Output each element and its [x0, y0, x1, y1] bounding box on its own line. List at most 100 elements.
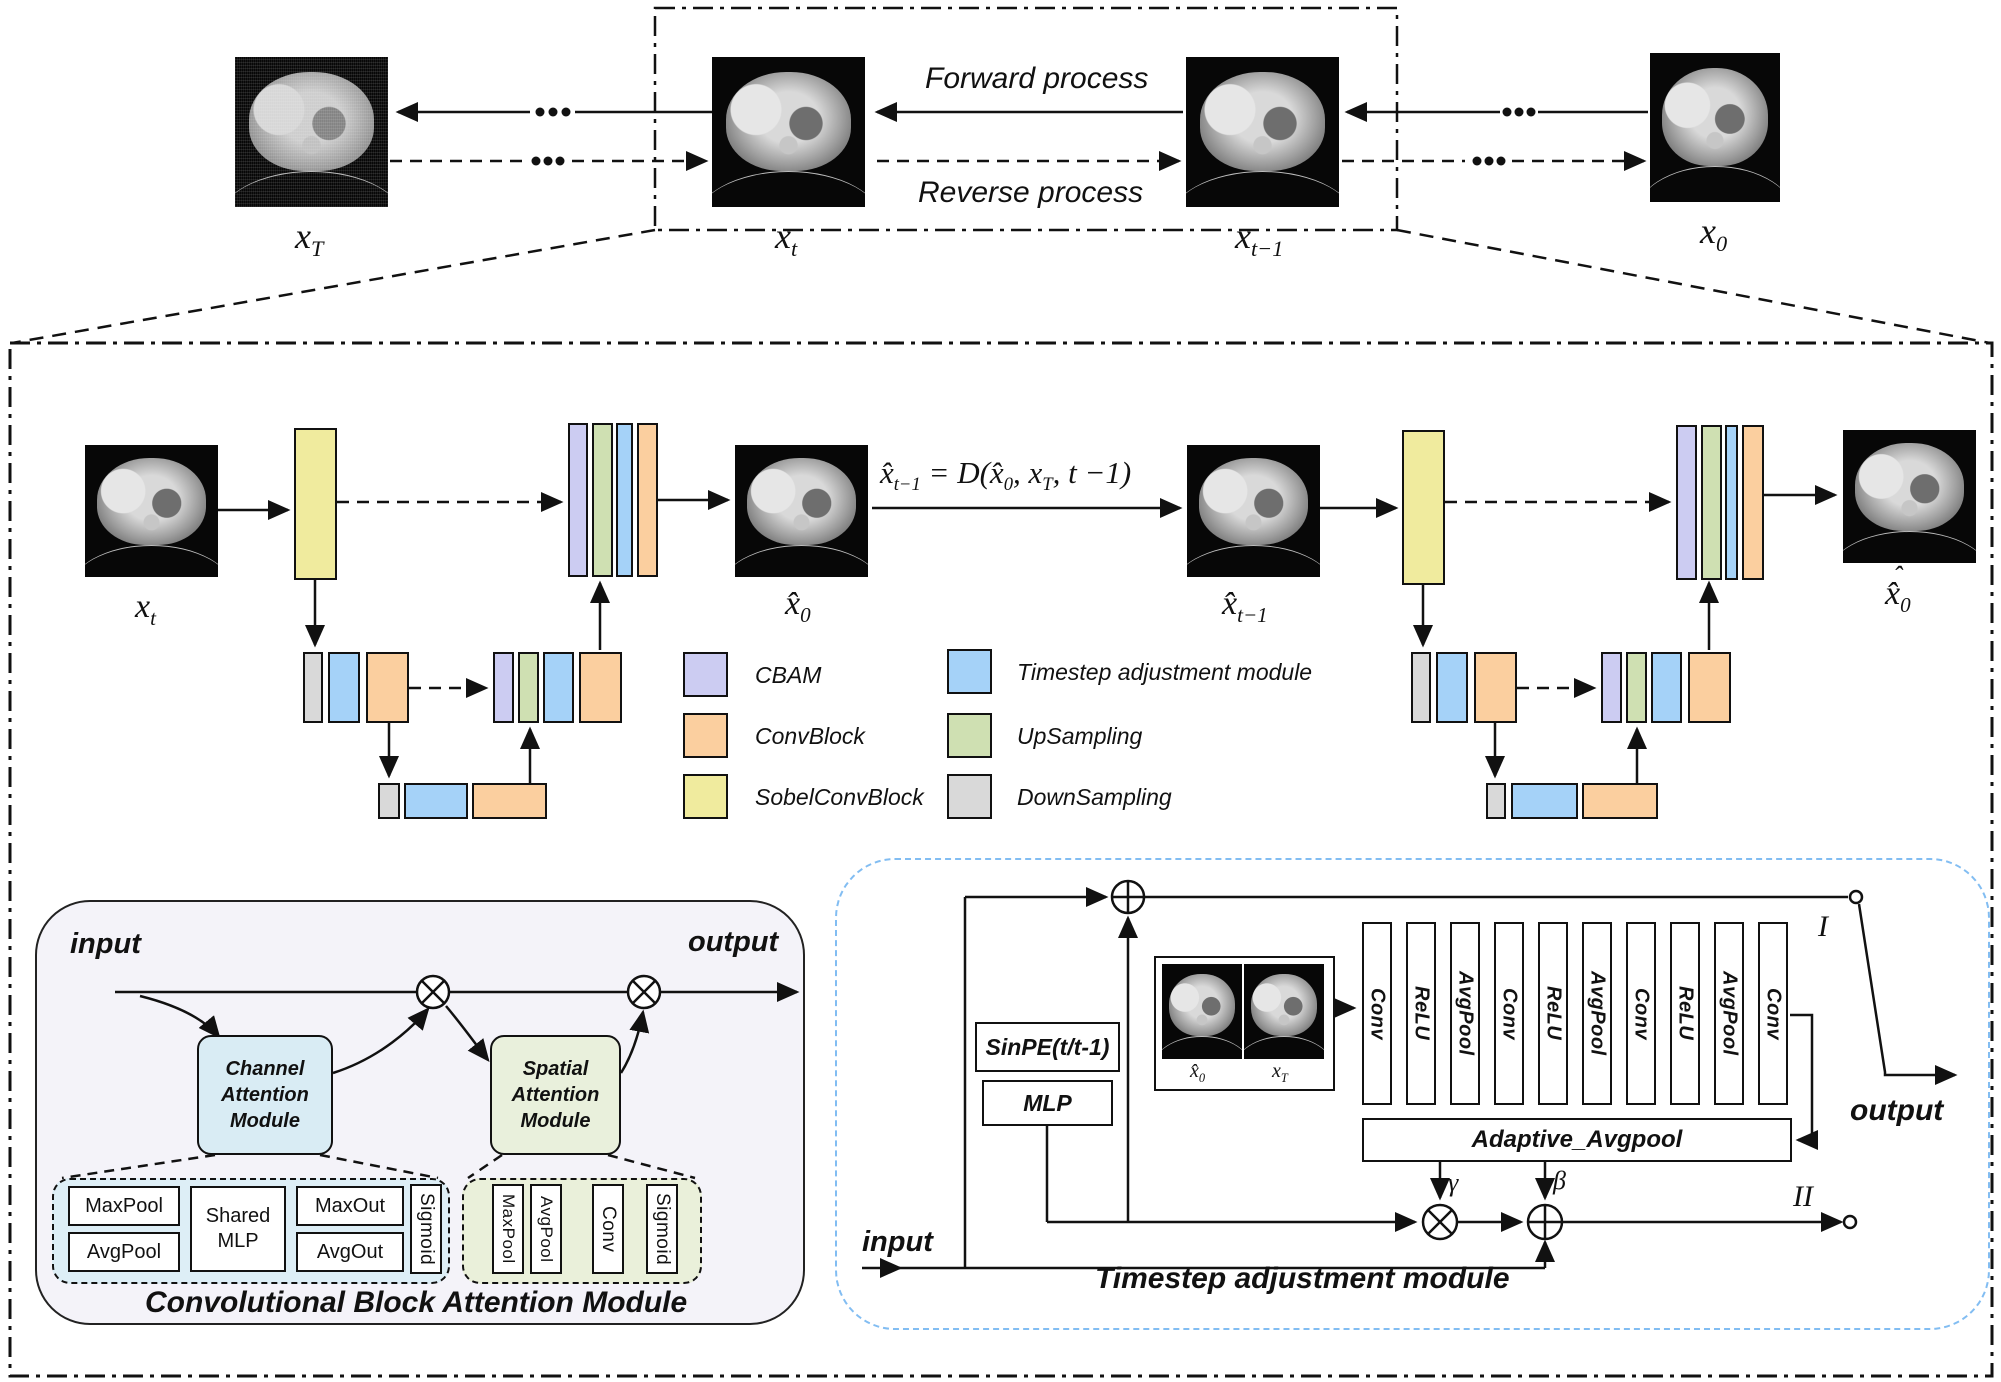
ct-image-xt: [712, 57, 865, 207]
legend-chip-cbam: [683, 652, 728, 697]
zoom-guide-left: [11, 228, 656, 345]
sinpe-box: SinPE(t/t-1): [975, 1022, 1120, 1072]
adaptive-avgpool-box: Adaptive_Avgpool: [1362, 1118, 1792, 1162]
denoise-equation: x̂t−1 = D(x̂0, xT, t −1): [880, 455, 1132, 496]
ct-image-x0: [1650, 53, 1780, 202]
ct-image-cond-xhat0: [1162, 964, 1242, 1059]
main-detail-box: [8, 341, 1994, 1378]
spatial-attention-module-box: Spatial Attention Module: [490, 1035, 621, 1155]
gamma-label: γ: [1448, 1168, 1459, 1197]
relu-box: ReLU: [1538, 922, 1568, 1105]
timestep-bar: [404, 783, 468, 819]
cbam-bar: [568, 423, 588, 577]
downsampling-bar: [1486, 783, 1506, 819]
ct-image-unet-left-input: [85, 445, 218, 577]
ct-image-xT: [235, 57, 388, 207]
avgpool-box: AvgPool: [530, 1184, 562, 1274]
sobelconvblock-bar: [1402, 430, 1445, 585]
maxpool-box: MaxPool: [492, 1184, 524, 1274]
label-xtm1: xt−1: [1235, 216, 1284, 262]
legend-label-sobelconvblock: SobelConvBlock: [755, 784, 924, 810]
upsampling-bar: [518, 652, 539, 723]
legend-chip-downsampling: [947, 774, 992, 819]
conv-box: Conv: [1758, 922, 1788, 1105]
add-icon: [1110, 879, 1146, 915]
label-unet-left-input: xt: [135, 588, 156, 630]
avgpool-box: AvgPool: [1714, 922, 1744, 1105]
cbam-input-label: input: [70, 928, 141, 960]
label-xt: xt: [775, 216, 798, 262]
conv-box: Conv: [592, 1184, 624, 1274]
upsampling-bar: [1626, 652, 1647, 723]
legend-label-cbam: CBAM: [755, 662, 822, 688]
convblock-bar: [1474, 652, 1517, 723]
conv-box: Conv: [1626, 922, 1656, 1105]
maxout-box: MaxOut: [296, 1186, 404, 1226]
sigmoid-box: Sigmoid: [410, 1184, 442, 1274]
downsampling-bar: [1411, 652, 1431, 723]
label-cond-xT: xT: [1272, 1060, 1288, 1085]
cbam-bar: [1676, 425, 1697, 580]
ct-image-final-output: [1843, 430, 1976, 563]
cbam-bar: [493, 652, 514, 723]
downsampling-bar: [378, 783, 400, 819]
output-II-label: II: [1793, 1180, 1813, 1213]
label-cond-xhat0: x̂0: [1190, 1060, 1206, 1085]
timestep-input-label: input: [862, 1226, 933, 1258]
output-I-label: I: [1818, 910, 1828, 943]
top-zoom-box: [653, 6, 1399, 232]
conv-box: Conv: [1494, 922, 1524, 1105]
timestep-bar: [1651, 652, 1682, 723]
upsampling-bar: [1701, 425, 1722, 580]
cbam-title: Convolutional Block Attention Module: [145, 1286, 688, 1319]
avgpool-box: AvgPool: [1582, 922, 1612, 1105]
ct-image-xtm1: [1186, 57, 1339, 207]
legend-label-timestep: Timestep adjustment module: [1017, 659, 1313, 685]
legend-label-upsampling: UpSampling: [1017, 723, 1143, 749]
avgpool-box: AvgPool: [1450, 922, 1480, 1105]
convblock-bar: [472, 783, 547, 819]
convblock-bar: [637, 423, 658, 577]
legend-chip-convblock: [683, 713, 728, 758]
ct-image-xhat-tm1: [1187, 445, 1320, 577]
beta-label: β: [1553, 1166, 1566, 1195]
timestep-title: Timestep adjustment module: [1095, 1262, 1510, 1295]
channel-attention-module-box: Channel Attention Module: [197, 1035, 333, 1155]
output-switch-arrow: [1857, 903, 1958, 1085]
conv-box: Conv: [1362, 922, 1392, 1105]
upsampling-bar: [592, 423, 613, 577]
sigmoid-box: Sigmoid: [646, 1184, 678, 1274]
legend-label-convblock: ConvBlock: [755, 723, 865, 749]
downsampling-bar: [303, 652, 323, 723]
multiply-icon: [626, 974, 662, 1010]
timestep-bar: [1511, 783, 1578, 819]
timestep-bar: [1436, 652, 1468, 723]
avgout-box: AvgOut: [296, 1232, 404, 1272]
legend-chip-timestep: [947, 649, 992, 694]
relu-box: ReLU: [1670, 922, 1700, 1105]
zoom-guide-right: [1396, 228, 1991, 345]
convblock-bar: [1688, 652, 1731, 723]
label-x0: x0: [1700, 211, 1728, 257]
multiply-icon: [415, 974, 451, 1010]
sobelconvblock-bar: [294, 428, 337, 580]
legend-chip-upsampling: [947, 713, 992, 758]
relu-box: ReLU: [1406, 922, 1436, 1105]
switch-node-II: [1842, 1214, 1858, 1230]
multiply-icon: [1421, 1203, 1459, 1241]
timestep-output-label: output: [1850, 1094, 1944, 1127]
label-xhat0: x̂0: [785, 585, 811, 627]
legend-chip-sobelconvblock: [683, 774, 728, 819]
convblock-bar: [366, 652, 409, 723]
convblock-bar: [579, 652, 622, 723]
avgpool-box: AvgPool: [68, 1232, 180, 1272]
convblock-bar: [1582, 783, 1658, 819]
cbam-output-label: output: [688, 926, 779, 958]
forward-process-label: Forward process: [925, 62, 1149, 95]
timestep-bar: [328, 652, 360, 723]
timestep-bar: [616, 423, 633, 577]
label-xT: xT: [295, 216, 324, 262]
